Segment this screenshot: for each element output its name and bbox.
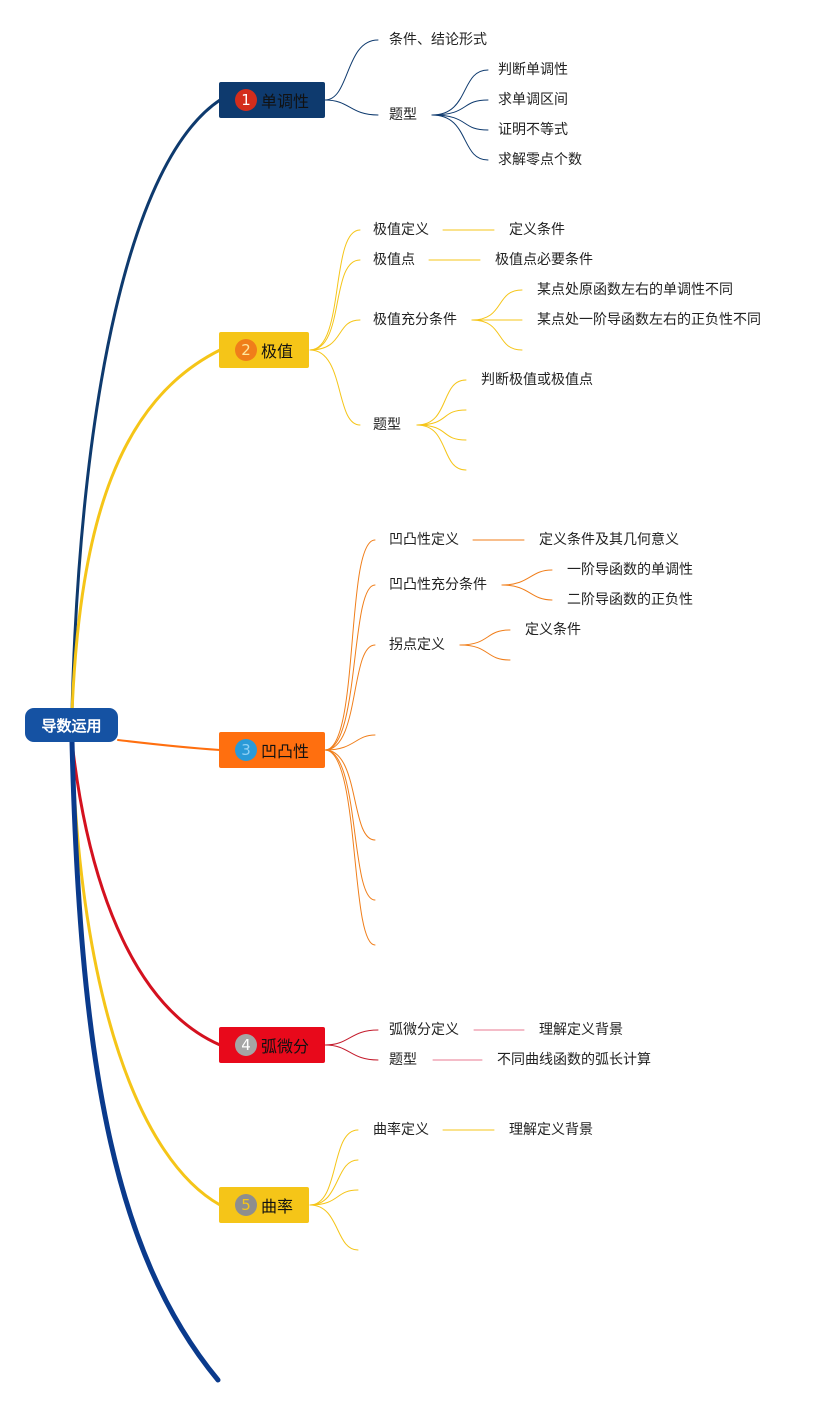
branch-label: 极值 xyxy=(261,342,294,361)
branch-node-5[interactable]: 5 曲率 xyxy=(219,1187,309,1223)
node-leaf[interactable]: 一阶导函数的单调性 xyxy=(567,562,693,578)
branch-label: 弧微分 xyxy=(261,1037,310,1056)
node-leaf[interactable]: 判断单调性 xyxy=(498,62,568,78)
node-inflection-definition[interactable]: 拐点定义 xyxy=(389,637,445,653)
branch-number-badge: 4 xyxy=(235,1034,257,1056)
branch-label: 凹凸性 xyxy=(261,742,310,761)
branch-line-3 xyxy=(117,739,221,751)
branch-line-4 xyxy=(70,740,222,1047)
branch-node-2[interactable]: 2 极值 xyxy=(219,332,309,368)
branch-number-badge: 1 xyxy=(235,89,257,111)
node-leaf[interactable]: 证明不等式 xyxy=(498,122,568,138)
node-leaf[interactable]: 求单调区间 xyxy=(498,92,568,108)
node-question-types[interactable]: 题型 xyxy=(389,1052,417,1068)
node-question-types[interactable]: 题型 xyxy=(389,107,417,123)
branch-label: 单调性 xyxy=(261,92,310,111)
branch-line-1 xyxy=(70,98,222,714)
branch-node-3[interactable]: 3 凹凸性 xyxy=(219,732,325,768)
node-leaf[interactable]: 定义条件 xyxy=(509,222,565,238)
node-condition-conclusion[interactable]: 条件、结论形式 xyxy=(389,32,487,48)
node-extremum-definition[interactable]: 极值定义 xyxy=(373,222,429,238)
branch-label: 曲率 xyxy=(261,1197,294,1216)
node-curvature-definition[interactable]: 曲率定义 xyxy=(373,1122,429,1138)
node-arc-differential-definition[interactable]: 弧微分定义 xyxy=(389,1022,459,1038)
node-leaf[interactable]: 某点处一阶导函数左右的正负性不同 xyxy=(537,312,761,328)
node-convexity-condition[interactable]: 凹凸性充分条件 xyxy=(389,577,487,593)
node-convexity-definition[interactable]: 凹凸性定义 xyxy=(389,532,459,548)
node-question-types[interactable]: 题型 xyxy=(373,417,401,433)
branch-number-badge: 3 xyxy=(235,739,257,761)
node-leaf[interactable]: 求解零点个数 xyxy=(498,152,582,168)
node-leaf[interactable]: 某点处原函数左右的单调性不同 xyxy=(537,282,733,298)
node-leaf[interactable]: 判断极值或极值点 xyxy=(481,372,593,388)
branch-number-badge: 2 xyxy=(235,339,257,361)
node-leaf[interactable]: 定义条件 xyxy=(525,622,581,638)
branch-node-4[interactable]: 4 弧微分 xyxy=(219,1027,325,1063)
node-extremum-point[interactable]: 极值点 xyxy=(373,252,415,268)
branch-line-5 xyxy=(70,740,222,1207)
node-leaf[interactable]: 理解定义背景 xyxy=(509,1122,593,1138)
node-leaf[interactable]: 理解定义背景 xyxy=(539,1022,623,1038)
node-leaf[interactable]: 二阶导函数的正负性 xyxy=(567,592,693,608)
branch-node-1[interactable]: 1 单调性 xyxy=(219,82,325,118)
node-sufficient-condition[interactable]: 极值充分条件 xyxy=(373,312,457,328)
node-leaf[interactable]: 定义条件及其几何意义 xyxy=(539,532,679,548)
branch-line-6 xyxy=(69,739,221,1383)
node-leaf[interactable]: 不同曲线函数的弧长计算 xyxy=(497,1052,651,1068)
node-leaf[interactable]: 极值点必要条件 xyxy=(495,252,593,268)
root-node[interactable]: 导数运用 xyxy=(25,708,118,742)
branch-line-2 xyxy=(70,348,222,714)
branch-number-badge: 5 xyxy=(235,1194,257,1216)
